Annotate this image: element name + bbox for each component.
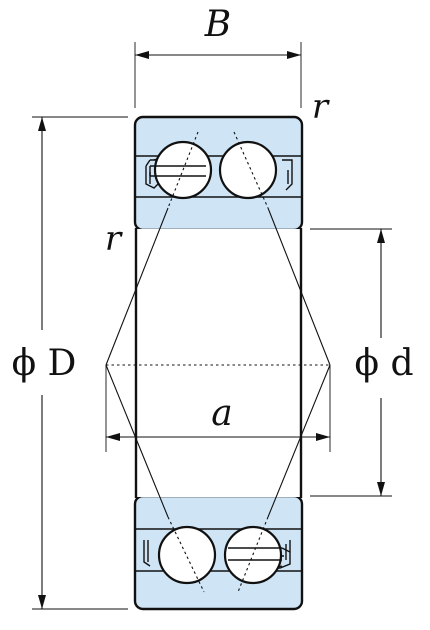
label-B: B [204,4,231,45]
label-phi-d: ϕ d [354,343,413,384]
label-a: a [211,393,232,434]
label-r-top: r [312,87,330,127]
ball-top-right [218,140,278,200]
seal-bottom-left [143,540,151,567]
seal-top-right [282,159,293,191]
label-phi-D: ϕ D [12,343,77,384]
dimension-D: ϕ D [12,116,128,610]
dimension-d: ϕ d [310,228,414,497]
dimension-B: B [134,4,302,108]
bearing-section [133,115,304,611]
contact-lines [105,131,331,593]
ball-bottom-left [157,525,217,585]
dimension-a: a [105,365,331,452]
bore-region [136,229,301,497]
label-r-inner: r [105,219,123,259]
